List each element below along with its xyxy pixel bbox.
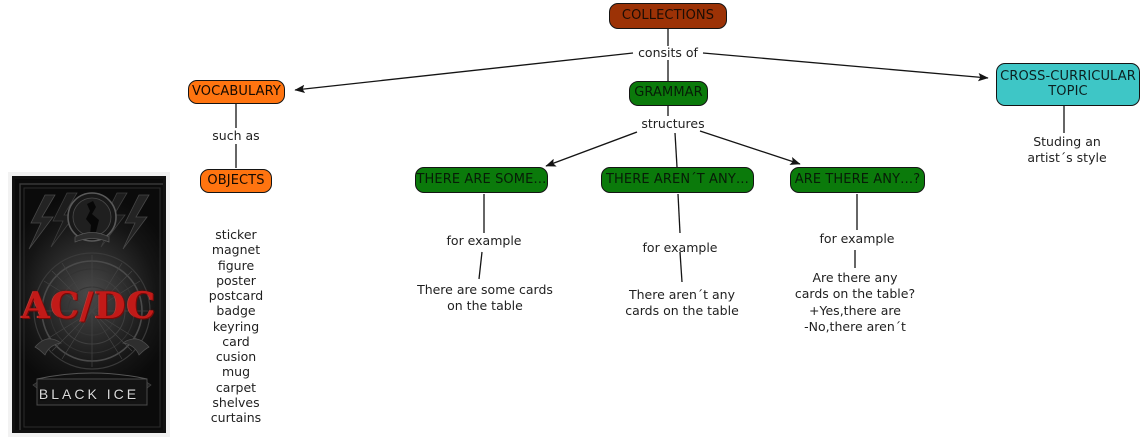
objects-list-item: poster <box>216 272 256 288</box>
black-ice-title-text: BLACK ICE <box>38 386 140 402</box>
objects-list-item: card <box>222 333 250 349</box>
node-vocabulary[interactable]: VOCABULARY <box>188 80 285 104</box>
objects-list-item: magnet <box>211 242 261 258</box>
album-artwork-graphics <box>19 183 163 430</box>
link-label-for-example-3: for example <box>819 231 895 246</box>
objects-list-item: shelves <box>212 394 260 410</box>
objects-list-item: mug <box>221 364 251 380</box>
link-label-such-as: such as <box>212 128 260 143</box>
node-there-are-some[interactable]: THERE ARE SOME… <box>415 167 548 193</box>
leaf-example-negative: There aren´t any cards on the table <box>625 287 739 319</box>
link-label-for-example-2: for example <box>642 240 718 255</box>
link-label-structures: structures <box>641 116 705 131</box>
node-are-there-any[interactable]: ARE THERE ANY…? <box>790 167 925 193</box>
link-label-consists-of: consits of <box>638 45 698 60</box>
node-collections[interactable]: COLLECTIONS <box>609 3 727 29</box>
link-label-for-example-1: for example <box>446 233 522 248</box>
objects-list-item: carpet <box>215 379 257 395</box>
leaf-example-question: Are there any cards on the table? +Yes,t… <box>794 270 916 334</box>
objects-list-item: keyring <box>212 318 260 334</box>
node-there-arent-any[interactable]: THERE AREN´T ANY… <box>601 167 754 193</box>
objects-list-item: curtains <box>210 410 262 425</box>
node-cross-curricular-topic[interactable]: CROSS-CURRICULAR TOPIC <box>996 63 1140 106</box>
objects-list-item: postcard <box>208 288 264 303</box>
node-grammar[interactable]: GRAMMAR <box>629 81 708 106</box>
objects-list-item: cusion <box>215 349 257 364</box>
acdc-logo-text: AC/DC <box>21 285 157 327</box>
objects-list-item: badge <box>216 303 256 319</box>
objects-list-item: sticker <box>215 227 257 242</box>
leaf-example-affirmative: There are some cards on the table <box>417 282 553 314</box>
album-cover-image: AC/DC BLACK ICE <box>8 172 170 437</box>
leaf-cross-curricular-detail: Studing an artist´s style <box>1027 134 1107 166</box>
node-objects[interactable]: OBJECTS <box>200 169 272 193</box>
objects-list-item: figure <box>217 257 255 273</box>
